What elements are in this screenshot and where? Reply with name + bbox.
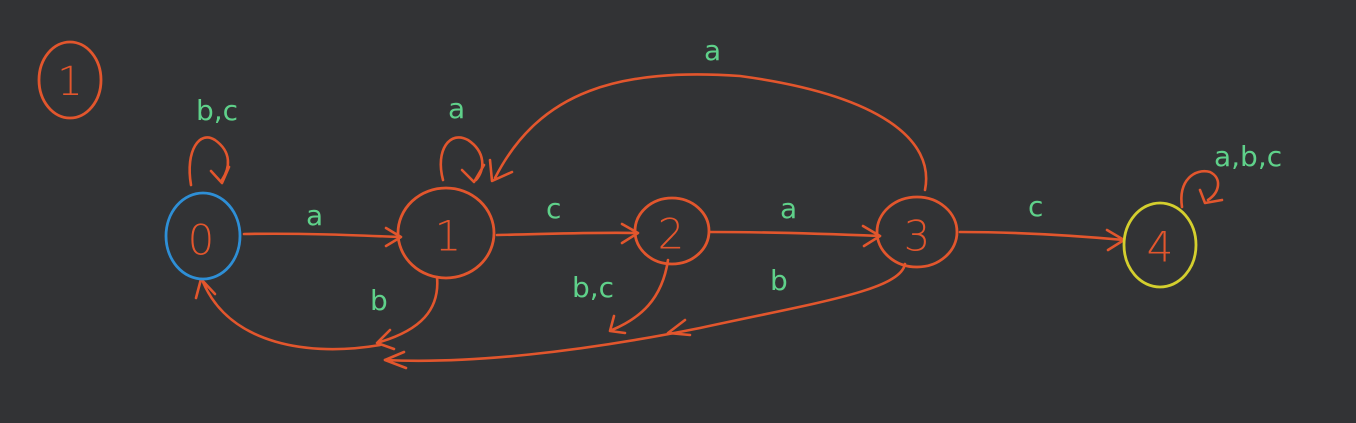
state-0[interactable]: 0 [164, 191, 242, 281]
state-0-label: 0 [188, 216, 215, 265]
edge-2-0 [610, 258, 670, 332]
arrowhead-1-0 [375, 328, 396, 351]
label-0-0: b,c [196, 94, 238, 127]
arrowhead-3-0-b [383, 350, 408, 370]
state-2[interactable]: 2 [633, 196, 711, 266]
arrowhead-1-2 [620, 222, 640, 245]
edge-2-3 [708, 230, 882, 238]
badge-circle [37, 40, 103, 120]
state-3[interactable]: 3 [875, 195, 959, 269]
label-1-2: c [546, 192, 561, 225]
label-0-1: a [306, 199, 323, 232]
edge-0-0 [188, 136, 230, 187]
arrowhead-1-1 [460, 163, 486, 184]
edge-4-4 [1180, 169, 1220, 209]
arrowhead-0-0 [209, 165, 231, 185]
edge-3-1 [493, 73, 928, 192]
state-2-label: 2 [658, 210, 685, 259]
arrowhead-2-0 [608, 314, 627, 335]
edge-1-1 [439, 136, 484, 182]
state-1-label: 1 [435, 212, 462, 261]
transitions [188, 73, 1224, 370]
label-1-0: b [370, 284, 388, 317]
arrowhead-0-1 [384, 226, 403, 248]
label-3-0: b [770, 264, 788, 297]
edge-return-to-0 [201, 280, 382, 351]
label-3-4: c [1028, 190, 1043, 223]
edge-3-0 [383, 262, 907, 363]
state-1-circle [396, 186, 496, 280]
label-2-3: a [780, 192, 797, 225]
arrowhead-3-1 [488, 158, 514, 183]
edge-0-1 [242, 232, 402, 239]
state-3-label: 3 [904, 212, 931, 261]
badge-number: 1 [57, 59, 82, 105]
edge-1-0 [378, 275, 439, 344]
arrowhead-2-3 [861, 224, 882, 248]
diagram-number-badge: 1 [37, 40, 103, 120]
state-4-circle [1122, 201, 1198, 289]
edge-1-2 [495, 231, 639, 237]
edge-3-4 [958, 230, 1126, 242]
state-0-circle [164, 191, 242, 281]
label-3-1: a [704, 34, 721, 67]
state-2-circle [633, 196, 711, 266]
state-3-circle [875, 195, 959, 269]
label-1-1: a [448, 92, 465, 125]
state-4[interactable]: 4 [1122, 201, 1198, 289]
label-2-0: b,c [572, 271, 614, 304]
states: 0 1 2 3 4 [164, 186, 1198, 289]
state-4-label: 4 [1147, 223, 1174, 272]
state-1[interactable]: 1 [396, 186, 496, 280]
arrowhead-4-4 [1198, 188, 1224, 205]
label-4-4: a,b,c [1214, 140, 1282, 173]
arrowhead-3-0-a [666, 318, 692, 337]
transition-labels: b,c a a c b a b,c a b c a,b,c [196, 34, 1282, 317]
